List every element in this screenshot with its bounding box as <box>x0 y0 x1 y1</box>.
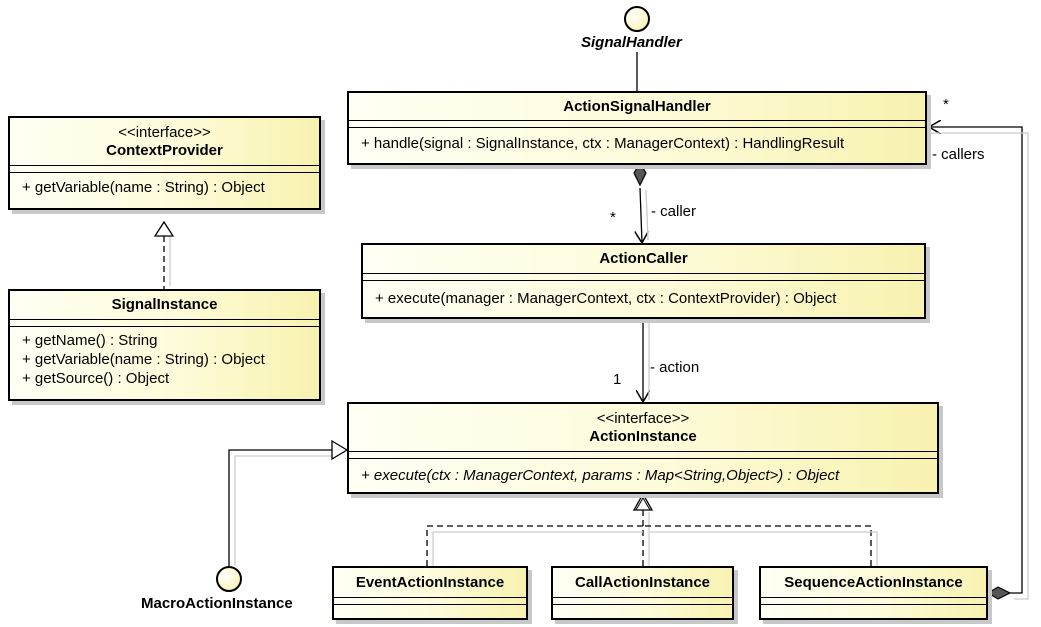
class-sequence-action-instance[interactable]: SequenceActionInstance <box>759 566 988 620</box>
class-header: <<interface>> ActionInstance <box>349 404 937 452</box>
class-header: SignalInstance <box>10 291 319 320</box>
class-header: ActionSignalHandler <box>349 93 925 121</box>
class-action-instance[interactable]: <<interface>> ActionInstance + execute(c… <box>347 402 939 494</box>
class-header: ActionCaller <box>363 245 924 274</box>
class-name: SignalInstance <box>111 296 218 313</box>
operation-execute: + execute(ctx : ManagerContext, params :… <box>361 467 840 484</box>
callers-multiplicity-label: * <box>943 96 949 113</box>
class-action-caller[interactable]: ActionCaller + execute(manager : Manager… <box>361 243 926 319</box>
class-name: CallActionInstance <box>574 574 711 591</box>
operations-compartment: + execute(ctx : ManagerContext, params :… <box>349 459 937 485</box>
action-multiplicity-label: 1 <box>613 371 622 388</box>
operation-getvariable: + getVariable(name : String) : Object <box>22 351 265 368</box>
realization-macro <box>228 449 332 566</box>
attributes-compartment <box>334 598 526 605</box>
class-name: ActionSignalHandler <box>563 98 711 115</box>
attributes-compartment <box>349 121 925 128</box>
class-header: <<interface>> ContextProvider <box>10 118 319 166</box>
stereotype-label: <<interface>> <box>596 410 690 427</box>
class-event-action-instance[interactable]: EventActionInstance <box>332 566 528 620</box>
operations-compartment: + handle(signal : SignalInstance, ctx : … <box>349 128 925 153</box>
operation-getvariable: + getVariable(name : String) : Object <box>22 179 265 196</box>
class-name: ContextProvider <box>106 142 223 159</box>
callers-role-label: - callers <box>932 146 985 163</box>
attributes-compartment <box>761 598 986 605</box>
realization-event <box>426 525 643 566</box>
class-action-signal-handler[interactable]: ActionSignalHandler + handle(signal : Si… <box>347 91 927 165</box>
signalhandler-interface-label: SignalHandler <box>581 34 682 51</box>
caller-role-label: - caller <box>651 203 697 220</box>
class-context-provider[interactable]: <<interface>> ContextProvider + getVaria… <box>8 116 321 210</box>
attributes-compartment <box>10 320 319 327</box>
composition-caller <box>640 187 642 243</box>
class-header: EventActionInstance <box>334 568 526 598</box>
operation-getsource: + getSource() : Object <box>22 370 170 387</box>
composition-callers <box>929 127 1023 594</box>
operations-compartment: + getVariable(name : String) : Object <box>10 173 319 197</box>
attributes-compartment <box>349 452 937 459</box>
macroactioninstance-interface-icon[interactable] <box>216 566 242 592</box>
operation-getname: + getName() : String <box>22 332 158 349</box>
operations-compartment: + execute(manager : ManagerContext, ctx … <box>363 281 924 308</box>
class-name: ActionInstance <box>589 428 697 445</box>
operation-handle: + handle(signal : SignalInstance, ctx : … <box>361 135 845 152</box>
class-name: SequenceActionInstance <box>784 574 963 591</box>
class-call-action-instance[interactable]: CallActionInstance <box>551 566 734 620</box>
macroactioninstance-interface-label: MacroActionInstance <box>141 595 293 612</box>
attributes-compartment <box>363 274 924 281</box>
attributes-compartment <box>553 598 732 605</box>
stereotype-label: <<interface>> <box>118 124 211 141</box>
class-signal-instance[interactable]: SignalInstance + getName() : String + ge… <box>8 289 321 401</box>
signalhandler-interface-icon[interactable] <box>624 6 650 32</box>
class-header: SequenceActionInstance <box>761 568 986 598</box>
caller-multiplicity-label: * <box>610 209 616 226</box>
operations-compartment: + getName() : String + getVariable(name … <box>10 327 319 388</box>
class-header: CallActionInstance <box>553 568 732 598</box>
class-name: EventActionInstance <box>355 574 505 591</box>
class-name: ActionCaller <box>599 250 688 267</box>
realization-sequence <box>643 525 872 566</box>
attributes-compartment <box>10 166 319 173</box>
operation-execute: + execute(manager : ManagerContext, ctx … <box>375 290 837 307</box>
action-role-label: - action <box>650 359 700 376</box>
